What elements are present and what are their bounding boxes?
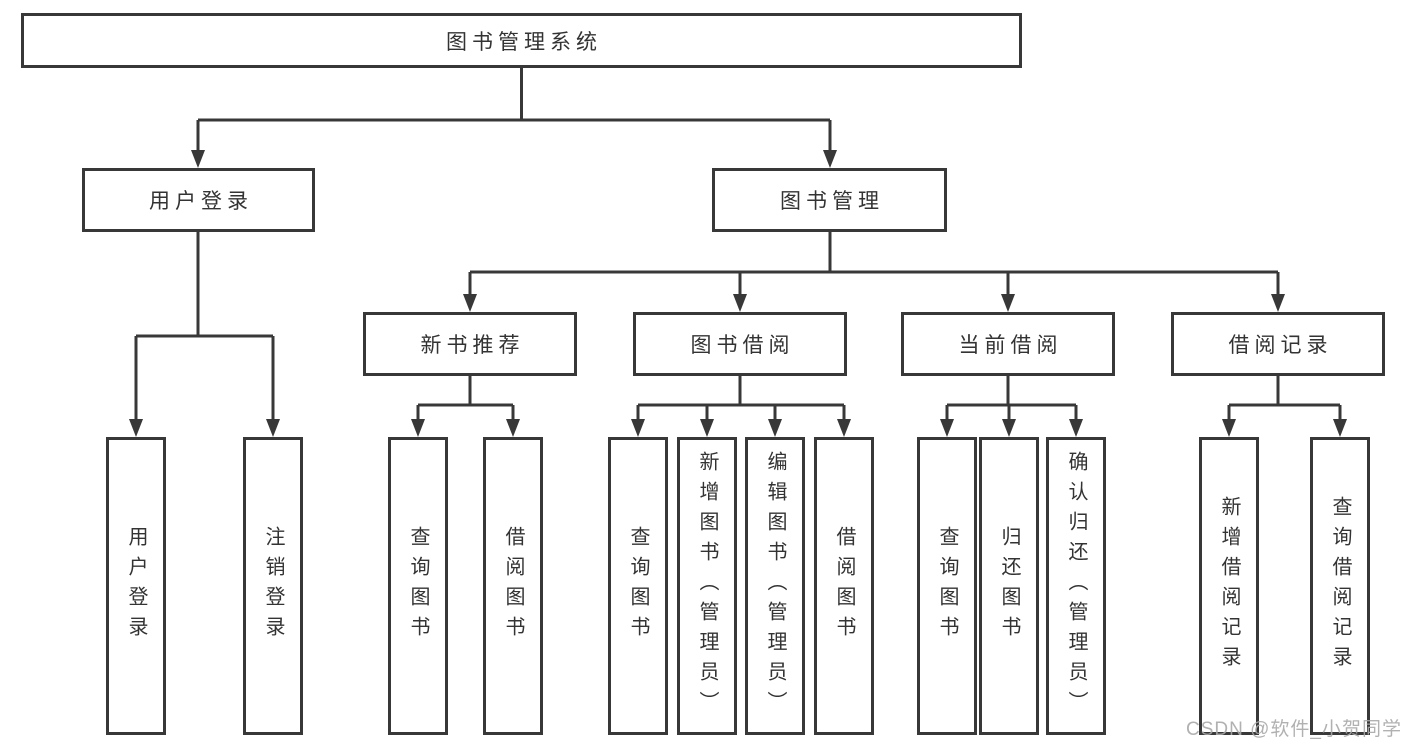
leaf-current-query-books: 查询图书 [917,437,977,735]
node-label: 图书管理系统 [446,30,602,54]
arrowhead-icon [768,419,782,437]
node-label: 借阅图书 [833,526,855,646]
arrowhead-icon [1271,294,1285,312]
node-label: 用户登录 [125,526,147,646]
arrowhead-icon [940,419,954,437]
node-label: 图书管理 [780,190,884,213]
connector-bookmgmt-to-level3 [463,232,1285,312]
connector-root-to-level2 [191,68,837,168]
leaf-current-confirm-return-admin: 确认归还（管理员） [1046,437,1106,735]
connector-records-to-leaves [1222,376,1347,437]
arrowhead-icon [266,419,280,437]
arrowhead-icon [1222,419,1236,437]
arrowhead-icon [129,419,143,437]
leaf-records-query-record: 查询借阅记录 [1310,437,1370,735]
node-label: 当前借阅 [958,334,1063,357]
arrowhead-icon [733,294,747,312]
arrowhead-icon [1069,419,1083,437]
leaf-borrowing-add-books-admin: 新增图书（管理员） [677,437,737,735]
arrowhead-icon [463,294,477,312]
connector-current-to-leaves [940,376,1083,437]
node-label: 归还图书 [998,526,1020,646]
arrowhead-icon [411,419,425,437]
line-segment [945,376,1078,421]
arrowhead-icon [1333,419,1347,437]
leaf-user-login: 用户登录 [106,437,166,735]
node-book-borrowing: 图书借阅 [633,312,847,376]
arrowhead-icon [1001,294,1015,312]
node-label: 注销登录 [262,526,284,646]
arrowhead-icon [191,150,205,168]
leaf-borrowing-borrow-books: 借阅图书 [814,437,874,735]
node-label: 新增图书（管理员） [696,451,718,721]
leaf-records-add-record: 新增借阅记录 [1199,437,1259,735]
leaf-newrec-query-books: 查询图书 [388,437,448,735]
arrowhead-icon [700,419,714,437]
connector-newrec-to-leaves [411,376,520,437]
node-label: 图书借阅 [690,334,795,357]
leaf-newrec-borrow-books: 借阅图书 [483,437,543,735]
node-label: 新增借阅记录 [1218,496,1240,676]
line-segment [1227,376,1342,421]
node-label: 借阅记录 [1228,334,1333,357]
line-segment [636,376,846,421]
arrowhead-icon [631,419,645,437]
leaf-current-return-books: 归还图书 [979,437,1039,735]
node-label: 确认归还（管理员） [1065,451,1087,721]
arrowhead-icon [837,419,851,437]
leaf-borrowing-edit-books-admin: 编辑图书（管理员） [745,437,805,735]
line-segment [416,376,515,421]
arrowhead-icon [1002,419,1016,437]
leaf-logout: 注销登录 [243,437,303,735]
node-label: 借阅图书 [502,526,524,646]
connector-login-to-leaves [129,232,280,437]
arrowhead-icon [823,150,837,168]
line-segment [468,232,1280,296]
arrowhead-icon [506,419,520,437]
node-current-borrowing: 当前借阅 [901,312,1115,376]
node-label: 查询图书 [936,526,958,646]
node-new-book-recommend: 新书推荐 [363,312,577,376]
node-label: 用户登录 [149,190,253,213]
node-label: 新书推荐 [420,334,525,357]
node-label: 查询图书 [407,526,429,646]
csdn-watermark: CSDN @软件_小贺同学 [1186,719,1402,740]
node-borrowing-records: 借阅记录 [1171,312,1385,376]
line-segment [196,68,832,152]
node-label: 查询图书 [627,526,649,646]
node-label: 编辑图书（管理员） [764,451,786,721]
node-user-login: 用户登录 [82,168,315,232]
connector-borrow-to-leaves [631,376,851,437]
node-root: 图书管理系统 [21,13,1022,68]
leaf-borrowing-query-books: 查询图书 [608,437,668,735]
node-book-management: 图书管理 [712,168,947,232]
node-label: 查询借阅记录 [1329,496,1351,676]
line-segment [134,232,275,421]
